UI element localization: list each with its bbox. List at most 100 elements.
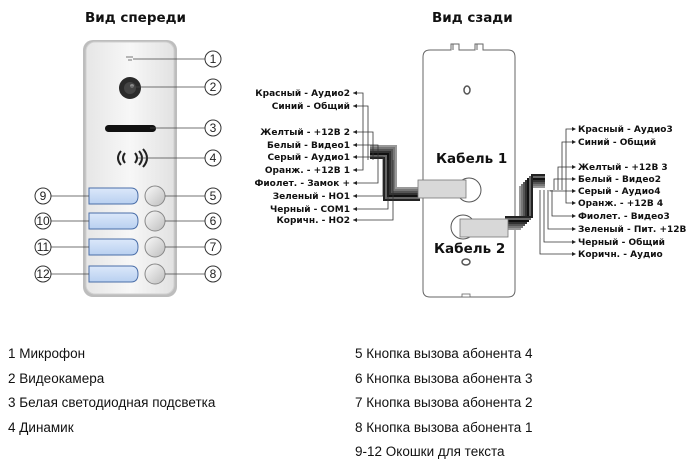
legend-left: 1 Микрофон 2 Видеокамера 3 Белая светоди… xyxy=(8,342,215,440)
cable1-wire-line xyxy=(353,92,364,160)
arrow-icon xyxy=(572,201,576,205)
cable2-label: Кабель 2 xyxy=(434,241,505,257)
cable2-wire xyxy=(505,182,545,226)
arrow-icon xyxy=(353,143,357,147)
call-button xyxy=(144,236,166,258)
legend-item: 6 Кнопка вызова абонента 3 xyxy=(355,370,533,386)
cable1-wire-line xyxy=(353,105,369,160)
callout-circle xyxy=(204,50,222,68)
cable1-wire-label: Красный - Аудио2 xyxy=(255,89,350,99)
arrow-icon xyxy=(572,227,576,231)
cable2-wire-line xyxy=(551,190,574,217)
callout-circle xyxy=(34,187,52,205)
cable1-bundle xyxy=(370,145,467,201)
legend-item: 3 Белая светодиодная подсветка xyxy=(8,395,216,410)
callout-number: 10 xyxy=(36,214,50,228)
cable1-wire xyxy=(370,157,420,201)
legend-item: 1 Микрофон xyxy=(8,346,86,361)
callout-circle xyxy=(204,149,222,167)
arrow-icon xyxy=(353,104,357,108)
callout-circle xyxy=(204,265,222,283)
legend-right: 5 Кнопка вызова абонента 4 6 Кнопка вызо… xyxy=(355,342,533,465)
front-view-title: Вид спереди xyxy=(85,10,186,26)
legend-item: 4 Динамик xyxy=(8,419,74,435)
cable2-wire-label: Зеленый - Пит. +12В xyxy=(578,225,687,235)
cable2-wire-line xyxy=(547,190,574,230)
back-panel-outline xyxy=(422,43,516,298)
cable2-wire-line xyxy=(557,166,574,190)
callout-circle xyxy=(204,212,222,230)
arrow-icon xyxy=(572,252,576,256)
cable1-wire xyxy=(370,151,420,195)
microphone-icon xyxy=(126,56,133,61)
callout-number: 12 xyxy=(36,267,50,281)
legend-item: 8 Кнопка вызова абонента 1 xyxy=(355,419,533,435)
mount-hole-top xyxy=(463,85,471,95)
cable1-label: Кабель 1 xyxy=(436,151,507,167)
cable2-wire-line xyxy=(549,190,574,192)
cable2-bundle xyxy=(459,174,545,238)
led-backlight-strip xyxy=(105,125,156,132)
cable2-wire-line xyxy=(553,178,574,190)
arrow-icon xyxy=(572,214,576,218)
cable1-wire-label: Белый - Видео1 xyxy=(267,141,350,151)
legend-item: 9-12 Окошки для текста xyxy=(355,444,505,459)
cable2-wire-label: Фиолет. - Видео3 xyxy=(578,212,670,222)
arrow-icon xyxy=(353,194,357,198)
callout-circle xyxy=(34,212,52,230)
cable2-wire-line xyxy=(561,141,574,190)
callout-number: 11 xyxy=(37,240,50,254)
callout-number: 9 xyxy=(40,189,47,203)
back-view-title: Вид сзади xyxy=(432,10,513,26)
callout-circle xyxy=(204,238,222,256)
cable1-sheath xyxy=(417,179,467,199)
cable1-wire-line xyxy=(353,156,384,160)
callout-number: 5 xyxy=(210,189,217,203)
arrow-icon xyxy=(572,177,576,181)
name-window xyxy=(88,212,139,230)
arrow-icon xyxy=(572,240,576,244)
callout-circle xyxy=(34,265,52,283)
cable2-wire xyxy=(505,184,545,228)
cable2-wire-label: Белый - Видео2 xyxy=(578,175,661,185)
cable1-wire-label: Серый - Аудио1 xyxy=(268,153,350,163)
call-button xyxy=(144,185,166,207)
callout-circle xyxy=(34,238,52,256)
mount-hole-bottom xyxy=(461,258,471,266)
name-window xyxy=(88,187,139,205)
arrow-icon xyxy=(572,189,576,193)
cable1-wire-label: Синий - Общий xyxy=(272,101,350,112)
cable2-wire xyxy=(505,176,545,220)
cable1-wire-line xyxy=(353,144,379,160)
cable2-wire-label: Коричн. - Аудио xyxy=(578,250,663,260)
cable2-wire-line xyxy=(565,128,574,190)
cable2-wire xyxy=(505,180,545,224)
arrow-icon xyxy=(572,127,576,131)
cable1-wire-line xyxy=(353,160,394,221)
arrow-icon xyxy=(353,218,357,222)
cable1-wire-line xyxy=(353,160,379,184)
callout-number: 1 xyxy=(210,52,217,66)
arrow-icon xyxy=(353,130,357,134)
cable1-wire-line xyxy=(353,160,384,197)
cable1-wire-line xyxy=(353,160,389,210)
cable2-wire-line xyxy=(539,190,574,255)
cable2-wire-label: Желтый - +12В 3 xyxy=(578,163,668,173)
cable1-wire-label: Желтый - +12В 2 xyxy=(260,128,350,138)
call-button xyxy=(144,263,166,285)
cable1-wire-label: Черный - COM1 xyxy=(270,205,350,215)
callout-number: 3 xyxy=(210,121,217,135)
cable2-wire xyxy=(505,178,545,222)
callout-number: 8 xyxy=(210,267,217,281)
cable2-sheath xyxy=(459,218,509,238)
cable1-wire xyxy=(370,145,420,189)
callout-number: 4 xyxy=(210,151,217,165)
cable1-wire xyxy=(370,149,420,193)
call-button xyxy=(144,210,166,232)
legend-item: 2 Видеокамера xyxy=(8,370,105,386)
callout-number: 7 xyxy=(210,240,217,254)
